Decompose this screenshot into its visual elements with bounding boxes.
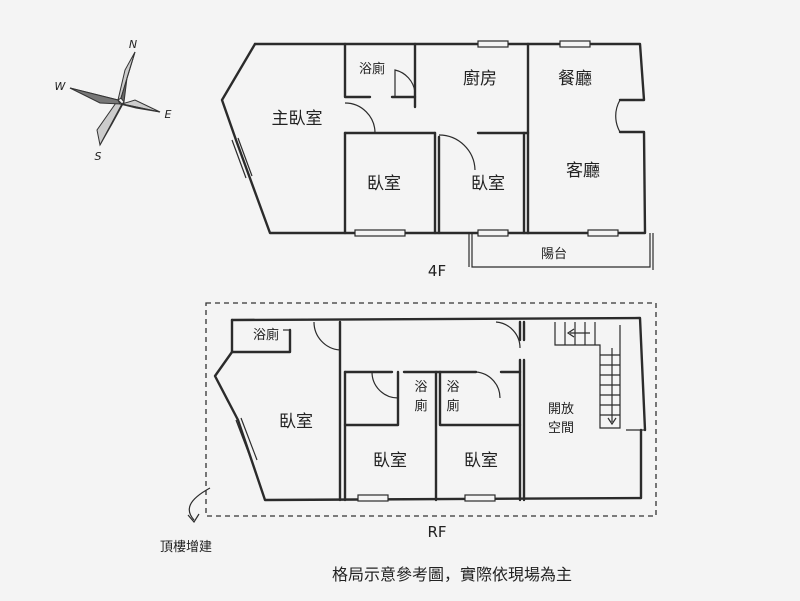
room-bath-rf-b-line1: 浴 bbox=[446, 380, 459, 395]
plan-4f: 主臥室 浴廁 廚房 餐廳 臥室 臥室 客廳 陽台 4F bbox=[220, 40, 654, 280]
footer-note: 格局示意參考圖，實際依現場為主 bbox=[332, 565, 572, 584]
room-living: 客廳 bbox=[566, 161, 600, 181]
room-kitchen: 廚房 bbox=[463, 68, 497, 89]
room-master-bedroom: 主臥室 bbox=[272, 109, 323, 129]
room-bedroom-rf-mid: 臥室 bbox=[373, 451, 407, 471]
room-bath-rf-a-line2: 廁 bbox=[414, 398, 427, 414]
rooftop-addition-boundary bbox=[205, 302, 657, 517]
staircase-icon bbox=[554, 322, 621, 429]
room-bath-4f: 浴廁 bbox=[359, 61, 385, 77]
room-bedroom-4f-a: 臥室 bbox=[367, 174, 401, 194]
floor-label-4f: 4F bbox=[428, 262, 446, 280]
compass-east-label: E bbox=[165, 108, 172, 121]
annotation-arrow-icon bbox=[188, 487, 211, 521]
room-bath-rf-b-line2: 廁 bbox=[446, 398, 459, 414]
room-bath-rf-a-line1: 浴 bbox=[414, 380, 427, 395]
room-open-space-line2: 空間 bbox=[548, 421, 574, 436]
plan-rf: 浴廁 浴 廁 浴 廁 開放 空間 臥室 臥室 臥室 RF bbox=[205, 302, 657, 541]
floor-label-rf: RF bbox=[427, 523, 446, 541]
room-open-space-line1: 開放 bbox=[548, 402, 574, 417]
room-bedroom-rf-west: 臥室 bbox=[279, 412, 313, 432]
compass-north-label: N bbox=[129, 38, 137, 51]
room-bedroom-4f-b: 臥室 bbox=[471, 174, 505, 194]
compass-icon bbox=[69, 51, 161, 147]
room-bath-rf-corner: 浴廁 bbox=[253, 327, 279, 343]
room-dining: 餐廳 bbox=[558, 69, 592, 89]
compass-west-label: W bbox=[55, 80, 67, 93]
room-balcony: 陽台 bbox=[541, 247, 567, 262]
room-bedroom-rf-east: 臥室 bbox=[464, 451, 498, 471]
compass-south-label: S bbox=[95, 150, 102, 163]
rooftop-addition-label: 頂樓增建 bbox=[160, 540, 212, 555]
